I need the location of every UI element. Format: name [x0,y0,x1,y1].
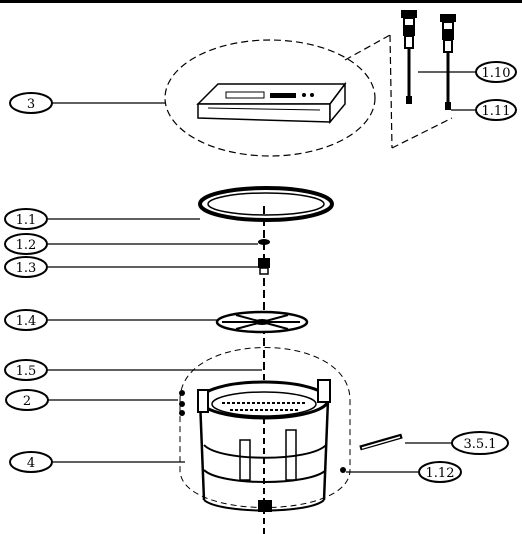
svg-text:3.5.1: 3.5.1 [463,437,496,452]
bolt-left [401,10,417,104]
callout-2: 2 [5,389,49,411]
washer-tub [179,347,351,534]
callout-4: 4 [9,451,53,473]
svg-text:3: 3 [27,97,35,112]
screws [179,390,185,416]
leader-lines [48,71,478,473]
svg-text:4: 4 [27,456,35,471]
svg-text:2: 2 [23,394,31,409]
callout-3-5-1: 3.5.1 [451,431,509,455]
hose [359,433,403,451]
callout-1-10: 1.10 [475,61,517,83]
callout-1-3: 1.3 [4,256,48,278]
pin [340,467,346,473]
control-box-group [164,34,453,157]
detail-ellipse [164,39,376,157]
callout-1-12: 1.12 [418,461,462,483]
svg-text:1.5: 1.5 [16,364,37,379]
svg-text:1.1: 1.1 [16,213,37,228]
svg-text:1.11: 1.11 [482,104,511,119]
svg-text:1.4: 1.4 [16,314,37,329]
washer [258,239,270,245]
impeller [215,310,309,334]
nut [258,258,270,275]
control-box [196,81,347,125]
svg-text:1.12: 1.12 [426,466,455,481]
callout-3: 3 [9,92,53,114]
callout-1-2: 1.2 [4,233,48,255]
callout-1-11: 1.11 [475,99,517,121]
callout-1-1: 1.1 [4,208,48,230]
svg-text:1.3: 1.3 [16,261,37,276]
svg-text:1.10: 1.10 [482,66,511,81]
svg-text:1.2: 1.2 [16,238,37,253]
callout-1-5: 1.5 [4,359,48,381]
gasket-ring [198,186,334,222]
bolt-right [440,14,456,110]
callout-1-4: 1.4 [4,309,48,331]
